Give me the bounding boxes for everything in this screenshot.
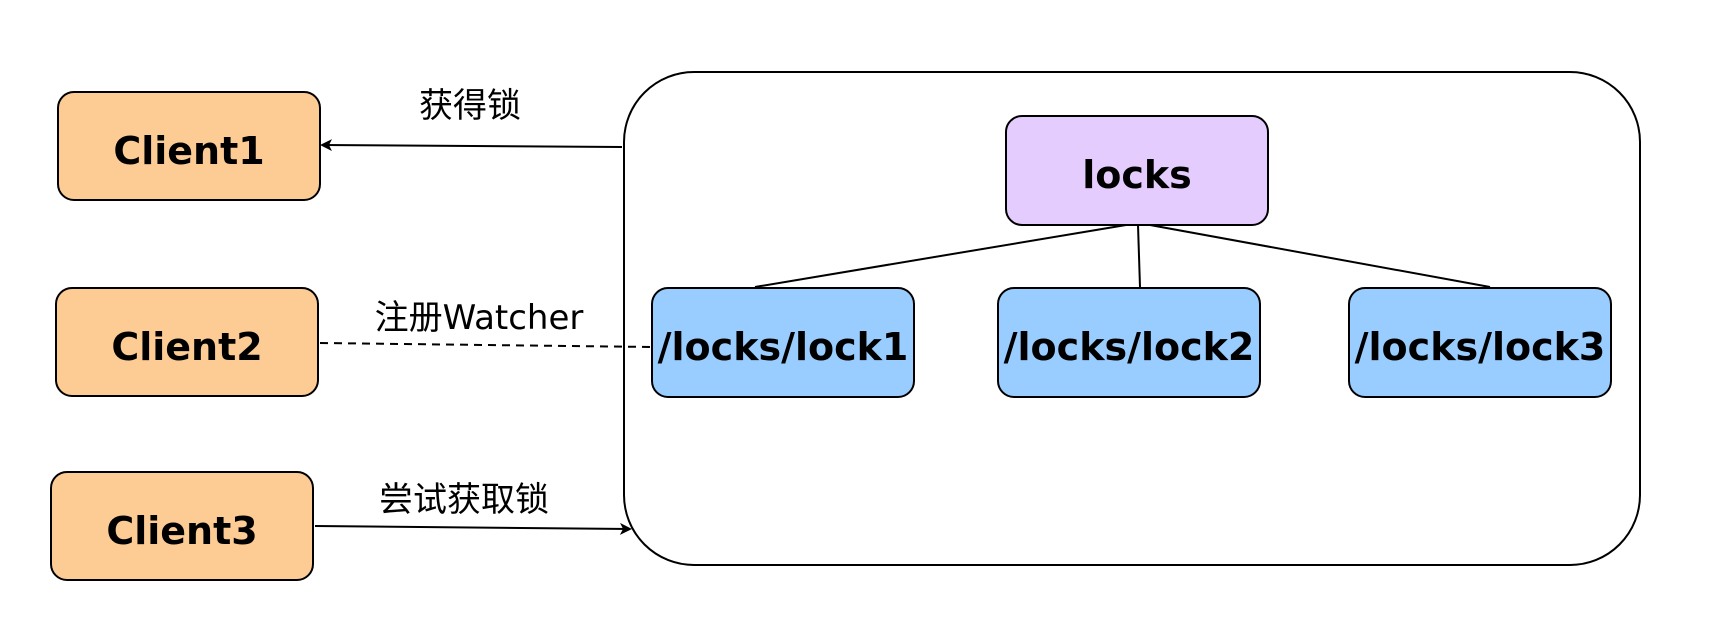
client-node-label: Client1	[113, 129, 264, 173]
child-node-label: /locks/lock1	[658, 325, 909, 369]
client-node-client3: Client3	[50, 471, 314, 581]
edge-try-acquire-lock-label: 尝试获取锁	[379, 480, 549, 520]
tree-connectors	[754, 224, 1491, 288]
child-node-lock2: /locks/lock2	[997, 287, 1261, 398]
edge-acquire-lock: 获得锁	[320, 86, 623, 152]
client-node-label: Client3	[106, 509, 257, 553]
child-node-label: /locks/lock2	[1004, 325, 1255, 369]
edge-acquire-lock-line	[320, 139, 623, 152]
edge-try-acquire-lock: 尝试获取锁	[314, 480, 632, 535]
edge-register-watcher: 注册Watcher	[319, 298, 653, 348]
child-node-lock3: /locks/lock3	[1348, 287, 1612, 398]
child-node-label: /locks/lock3	[1355, 325, 1606, 369]
root-node-locks: locks	[1005, 115, 1269, 226]
client-node-label: Client2	[111, 325, 262, 369]
edge-try-acquire-lock-line	[314, 522, 632, 535]
edge-acquire-lock-label: 获得锁	[419, 86, 521, 126]
client-node-client2: Client2	[55, 287, 319, 397]
connector-root-lock1	[754, 224, 1127, 288]
connector-root-lock2	[1137, 224, 1141, 288]
edge-register-watcher-label: 注册Watcher	[375, 298, 584, 338]
connector-root-lock3	[1149, 224, 1491, 288]
root-node-label: locks	[1082, 153, 1192, 197]
child-node-lock1: /locks/lock1	[651, 287, 915, 398]
client-node-client1: Client1	[57, 91, 321, 201]
edge-register-watcher-line	[319, 342, 653, 348]
